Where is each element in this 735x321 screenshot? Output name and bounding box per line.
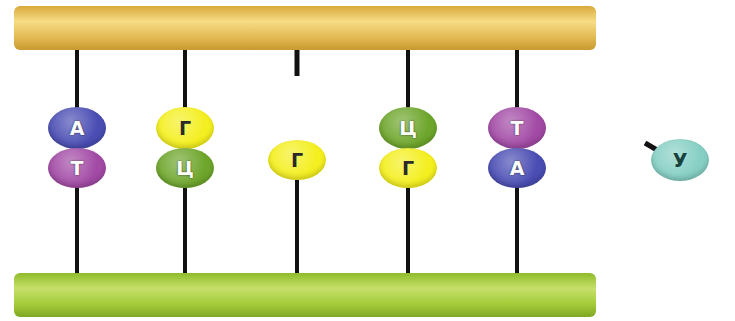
base-letter: А [510,159,525,178]
nucleotide-circle: Г [379,148,437,188]
base-letter: Ц [176,159,194,178]
nucleotide-circle: А [48,107,106,149]
nucleotide-circle: У [651,139,709,181]
top-strand [14,6,596,50]
base-letter: Т [71,159,84,178]
nucleotide-circle: Ц [156,148,214,188]
nucleotide-circle: Т [48,148,106,188]
base-letter: Ц [399,119,417,138]
nucleotide-circle: А [488,148,546,188]
bottom-strand [14,273,596,317]
nucleotide-circle: Г [156,107,214,149]
nucleotide-circle: Г [268,140,326,180]
base-letter: Г [179,119,191,138]
nucleotide-circle: Ц [379,107,437,149]
strand-sticks [77,50,664,273]
nucleotide-circle: Т [488,107,546,149]
base-letter: А [70,119,85,138]
base-letter: У [673,151,688,170]
base-letter: Г [402,159,414,178]
base-letter: Г [291,151,303,170]
base-letter: Т [511,119,524,138]
